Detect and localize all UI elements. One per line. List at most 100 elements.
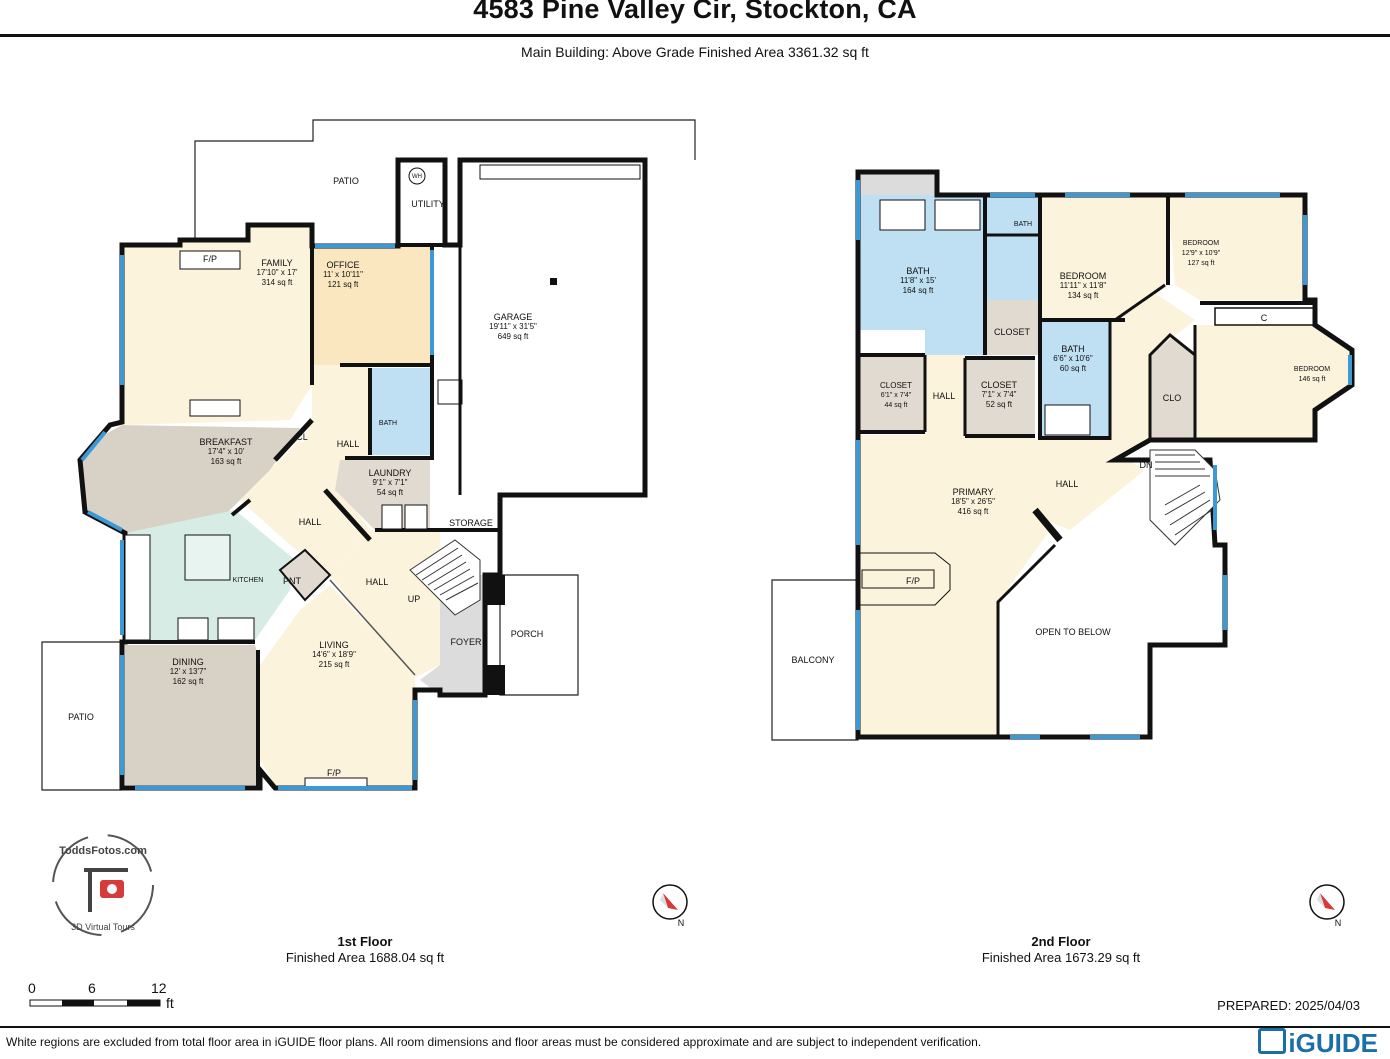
bath-small-tub [1044, 404, 1091, 436]
label-fp-living: F/P [326, 768, 342, 778]
disclaimer-text: White regions are excluded from total fl… [6, 1035, 982, 1049]
breakfast-room-fill [80, 425, 300, 533]
label-foyer: FOYER [450, 637, 482, 647]
label-kitchen: KITCHEN [232, 577, 264, 584]
bath-hall-fill [985, 235, 1040, 300]
kitchen-range [217, 617, 255, 641]
scale-label-0: 0 [28, 980, 36, 996]
title-rule [0, 34, 1390, 37]
page-subtitle: Main Building: Above Grade Finished Area… [521, 44, 869, 60]
floor2-plan [771, 169, 1355, 741]
closet-c-shelf [1214, 307, 1316, 326]
clo-fill [1150, 335, 1195, 440]
primary-fill [860, 435, 1050, 737]
floor2-stairs [1149, 449, 1221, 546]
bath-tub [879, 199, 926, 231]
garage-car-bar [479, 164, 641, 180]
label-wh: WH [412, 174, 422, 180]
label-pnt: PNT [283, 576, 301, 586]
label-hall-upper: HALL [932, 391, 956, 401]
label-bath: BATH [378, 420, 398, 427]
breakfast-island [189, 399, 241, 417]
floor1-caption: 1st Floor Finished Area 1688.04 sq ft [286, 934, 444, 966]
kitchen-island [184, 534, 231, 581]
closet-c-fill [985, 300, 1040, 355]
compass-n-floor1: N [677, 918, 685, 928]
bedroom-a-fill [1040, 195, 1168, 320]
label-utility: UTILITY [411, 199, 445, 209]
label-hall-b: HALL [298, 517, 322, 527]
label-clo: CLO [1162, 393, 1182, 403]
wall-hall-diag [1114, 283, 1166, 322]
wall-living-diag [329, 579, 416, 676]
floor2-caption-area: Finished Area 1673.29 sq ft [981, 950, 1141, 965]
footer-rule [0, 1026, 1390, 1028]
label-patio-top: PATIO [333, 176, 359, 186]
prepared-date: PREPARED: 2025/04/03 [1217, 998, 1360, 1013]
label-up: UP [407, 594, 421, 604]
bedroom-b-fill [1168, 195, 1305, 300]
label-hall-c: HALL [365, 577, 389, 587]
office-room-fill [312, 246, 430, 380]
wall-kitchen-diag [230, 498, 252, 517]
label-storage: STORAGE [449, 518, 493, 528]
wall-diag-cl [273, 418, 314, 462]
iguide-logo-icon [1258, 1028, 1287, 1054]
garage-post [550, 278, 557, 285]
hall-right-fill [1035, 290, 1195, 460]
floor1-caption-area: Finished Area 1688.04 sq ft [285, 950, 445, 965]
label-dn: DN [1139, 460, 1153, 470]
fp-upper [859, 552, 951, 606]
label-bath-tiny: BATH [1013, 221, 1033, 228]
floor1-caption-name: 1st Floor [337, 934, 393, 949]
page-title: 4583 Pine Valley Cir, Stockton, CA [473, 0, 917, 24]
bath-main-fill [860, 195, 985, 355]
label-c: C [1260, 313, 1268, 323]
bath1-fill [370, 368, 430, 455]
bath-tiny-fill [985, 195, 1040, 235]
patio-left-outline [41, 641, 122, 791]
closet-b-fill [965, 360, 1035, 435]
water-heater [408, 167, 426, 185]
label-open-below: OPEN TO BELOW [1035, 627, 1111, 637]
fp-family-hearth [179, 250, 241, 270]
scale-bar [29, 999, 161, 1007]
floor1-stairs [409, 539, 481, 616]
label-hall-lower: HALL [1055, 479, 1079, 489]
logo-tagline: 3D Virtual Tours [71, 922, 135, 932]
wall-diag-hall [323, 488, 372, 542]
bedroom-c-fill [1195, 325, 1350, 440]
kitchen-sink-counter [177, 617, 209, 641]
laundry-washer [381, 504, 403, 530]
porch-column-bottom [485, 665, 505, 695]
laundry-dryer [404, 504, 428, 530]
toddsfotos-logo: ToddsFotos.com 3D Virtual Tours [48, 830, 158, 940]
floor1-windows [80, 244, 434, 790]
scale-label-6: 6 [88, 980, 96, 996]
label-balcony: BALCONY [791, 655, 835, 665]
pantry-box [278, 548, 332, 602]
living-room-fill [260, 585, 415, 785]
floor1-plan [41, 119, 696, 791]
floor2-caption: 2nd Floor Finished Area 1673.29 sq ft [982, 934, 1140, 966]
fp-upper-inner [861, 569, 935, 589]
scale-label-12: 12 [151, 980, 167, 996]
scale-label-unit: ft [166, 995, 174, 1011]
hall-center-fill [240, 440, 370, 575]
iguide-brand: iGUIDE [1258, 1028, 1378, 1059]
